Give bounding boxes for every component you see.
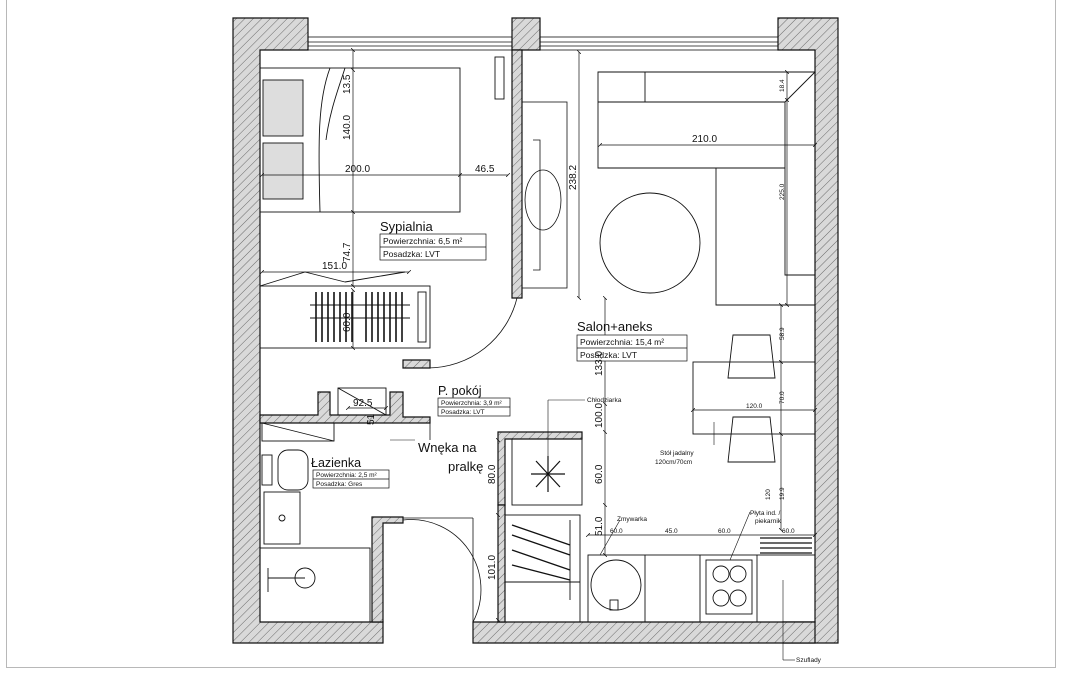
- dim-kitchen-60a: 60.0: [610, 528, 623, 535]
- dim-bed-length: 200.0: [345, 164, 370, 175]
- dim-fridge-51: 51.0: [594, 516, 605, 536]
- note-hob: Płyta ind. /: [750, 510, 781, 517]
- room-area-living: Powierzchnia: 15,4 m²: [580, 337, 664, 347]
- leader-lines: [390, 399, 795, 661]
- note-dishwasher: Zmywarka: [617, 516, 647, 523]
- dim-living-100: 100.0: [594, 403, 605, 428]
- dim-kitchen-45: 45.0: [665, 528, 678, 535]
- radiator: [494, 56, 505, 100]
- note-hob-2: piekarnik: [755, 518, 782, 525]
- kitchen-counter: [587, 537, 816, 623]
- dining-table: [692, 334, 816, 463]
- dim-table-width: 120.0: [746, 403, 763, 410]
- bedroom-door-swing: [427, 297, 518, 369]
- outer-walls: [232, 17, 839, 644]
- room-name-bedroom: Sypialnia: [380, 219, 434, 234]
- window-bedroom: [307, 36, 513, 51]
- niche-label-line1: Wnęka na: [418, 440, 477, 455]
- dim-sofa-top: 18.4: [779, 79, 786, 92]
- page-frame: [6, 0, 1056, 668]
- dimension-labels: 200.0 46.5 140.0 13.5 74.7 151.0 60.0 23…: [322, 74, 795, 580]
- room-floor-hall: Posadzka: LVT: [441, 409, 485, 416]
- dim-bed-side: 46.5: [475, 164, 495, 175]
- dim-niche-80: 80.0: [487, 464, 498, 484]
- dim-right-199: 19.9: [779, 487, 786, 500]
- dim-closet-depth: 51: [366, 413, 377, 425]
- dim-sofa-depth: 225.0: [779, 183, 786, 200]
- bed: [259, 67, 461, 213]
- room-name-hall: P. pokój: [438, 384, 482, 398]
- note-table-2: 120cm/70cm: [655, 459, 692, 466]
- dim-sofa-width: 210.0: [692, 134, 717, 145]
- note-table: Stół jadalny: [660, 450, 694, 457]
- room-area-bathroom: Powierzchnia: 2,5 m²: [316, 472, 378, 479]
- dim-living-133: 133.0: [594, 351, 605, 376]
- niche-cabinet: [504, 514, 581, 623]
- room-floor-bedroom: Posadzka: LVT: [383, 249, 440, 259]
- note-drawers: Szuflady: [796, 657, 822, 664]
- dim-fridge-60: 60.0: [594, 464, 605, 484]
- dim-bed-bottom: 74.7: [342, 242, 353, 262]
- dim-bed-top: 13.5: [342, 74, 353, 94]
- hall-closet: [261, 387, 387, 442]
- room-floor-bathroom: Posadzka: Gres: [316, 481, 363, 488]
- label-boxes: [312, 233, 688, 489]
- room-area-hall: Powierzchnia: 3,9 m²: [441, 400, 503, 407]
- dim-right-589: 58.9: [779, 327, 786, 340]
- dim-bed-width: 140.0: [342, 115, 353, 140]
- dim-kitchen-60b: 60.0: [718, 528, 731, 535]
- dim-table-70: 70.0: [779, 391, 786, 404]
- doors: [402, 423, 482, 623]
- bedroom-wardrobe: [259, 271, 431, 349]
- dim-niche-101: 101.0: [487, 555, 498, 580]
- round-table: [599, 192, 701, 294]
- dim-mirror: 238.2: [568, 165, 579, 190]
- niche-label-line2: pralkę: [448, 459, 483, 474]
- room-name-bathroom: Łazienka: [311, 456, 361, 470]
- note-fridge: Chłodziarka: [587, 397, 622, 404]
- dim-closet-width: 92.5: [353, 398, 373, 409]
- room-name-living: Salon+aneks: [577, 319, 653, 334]
- dim-right-120: 120: [765, 489, 772, 500]
- fridge: [511, 438, 583, 506]
- dimension-lines: [262, 50, 815, 620]
- dim-wardrobe-width: 151.0: [322, 261, 347, 272]
- bathroom-fixtures: [259, 449, 371, 623]
- window-living: [539, 36, 779, 51]
- mirror-panel: [521, 101, 568, 289]
- room-area-bedroom: Powierzchnia: 6,5 m²: [383, 236, 463, 246]
- inner-walls: [259, 359, 583, 623]
- dim-wardrobe-depth: 60.0: [342, 312, 353, 332]
- dim-kitchen-60c: 60.0: [782, 528, 795, 535]
- room-floor-living: Posadzka: LVT: [580, 350, 637, 360]
